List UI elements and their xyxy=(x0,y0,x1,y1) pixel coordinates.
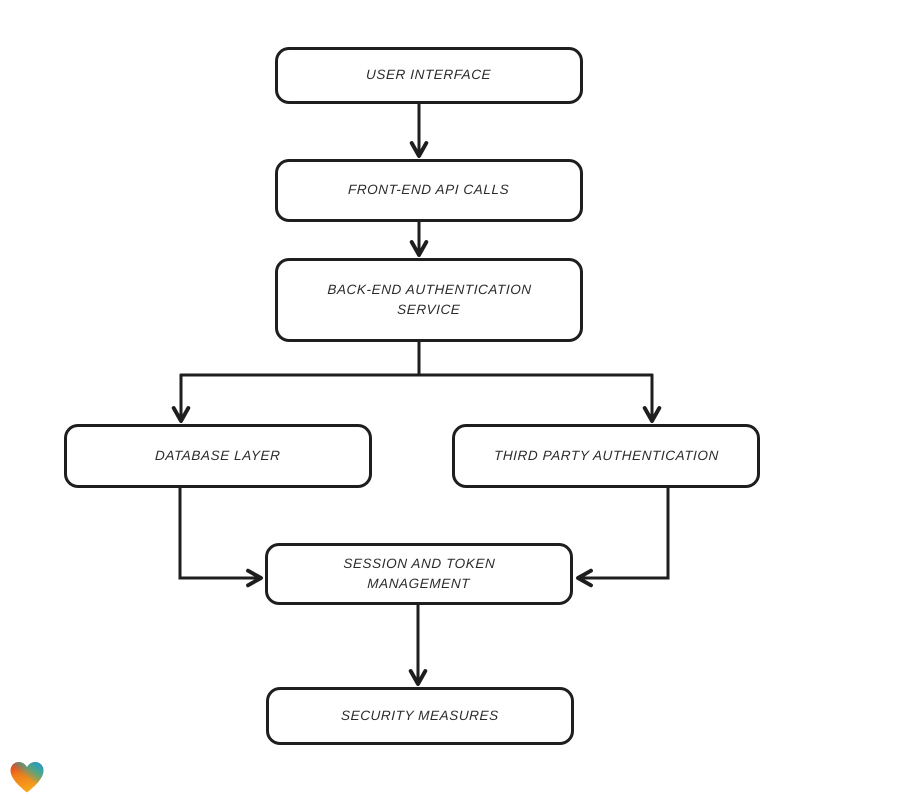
eraser-heart-logo-icon xyxy=(10,762,44,793)
node-database-layer: DATABASE LAYER xyxy=(64,424,372,488)
node-security-measures: SECURITY MEASURES xyxy=(266,687,574,745)
node-third-party-auth: THIRD PARTY AUTHENTICATION xyxy=(452,424,760,488)
node-front-end-api-calls-label: FRONT-END API CALLS xyxy=(348,182,510,198)
node-back-end-auth-service-label: BACK-END AUTHENTICATION SERVICE xyxy=(326,281,532,317)
edge-database-to-session xyxy=(178,486,263,588)
node-session-token-management-label: SESSION AND TOKEN MANAGEMENT xyxy=(343,555,496,591)
node-user-interface-label: USER INTERFACE xyxy=(366,67,492,83)
node-third-party-auth-label: THIRD PARTY AUTHENTICATION xyxy=(493,447,719,463)
node-front-end-api-calls: FRONT-END API CALLS xyxy=(275,159,583,222)
edge-thirdparty-to-session xyxy=(576,486,670,588)
node-security-measures-label: SECURITY MEASURES xyxy=(340,707,500,723)
node-session-token-management: SESSION AND TOKEN MANAGEMENT xyxy=(265,543,573,605)
node-database-layer-label: DATABASE LAYER xyxy=(155,447,282,463)
node-user-interface: USER INTERFACE xyxy=(275,47,583,104)
node-back-end-auth-service: BACK-END AUTHENTICATION SERVICE xyxy=(275,258,583,342)
